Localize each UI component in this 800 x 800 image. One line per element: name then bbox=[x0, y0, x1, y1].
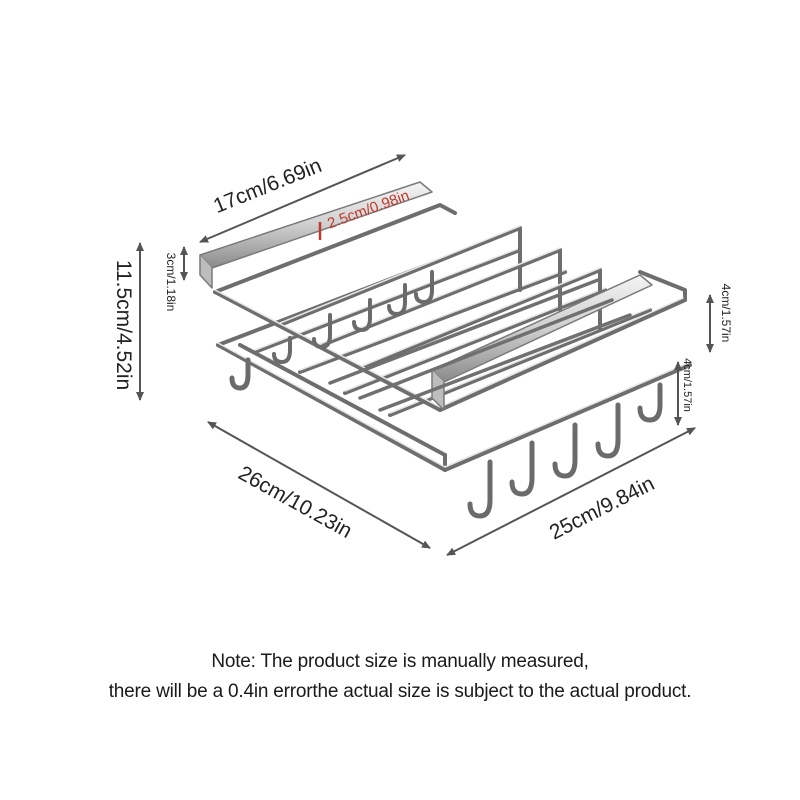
rack-illustration bbox=[199, 181, 692, 519]
dimension-arrows bbox=[136, 154, 714, 556]
inner-rails bbox=[328, 278, 632, 412]
hook bbox=[352, 298, 372, 332]
hook bbox=[595, 402, 621, 459]
hook bbox=[272, 336, 292, 364]
label-front-length: 26cm/10.23in bbox=[234, 462, 355, 543]
label-top-layer-height: 3cm/1.18in bbox=[164, 253, 178, 312]
hook bbox=[414, 270, 434, 304]
label-total-height: 11.5cm/4.52in bbox=[112, 260, 135, 390]
hook bbox=[229, 357, 251, 391]
arrow-front-length bbox=[207, 421, 431, 549]
hook bbox=[509, 440, 535, 497]
note-line-2: there will be a 0.4in errorthe actual si… bbox=[108, 681, 692, 702]
hook bbox=[312, 313, 332, 349]
hook bbox=[637, 382, 663, 423]
note-line-1: Note: The product size is manually measu… bbox=[211, 651, 589, 672]
arrow-side-length bbox=[446, 427, 696, 556]
hook bbox=[467, 459, 493, 519]
arrow-top-width bbox=[199, 154, 406, 243]
label-right-lower-height: 4cm/1.57in bbox=[681, 358, 693, 412]
label-top-width: 17cm/6.69in bbox=[210, 154, 325, 218]
hook bbox=[387, 283, 407, 316]
label-side-length: 25cm/9.84in bbox=[546, 472, 658, 544]
upper-hooks bbox=[272, 270, 434, 364]
label-right-upper-height: 4cm/1.57in bbox=[719, 284, 733, 343]
hook bbox=[552, 422, 578, 479]
